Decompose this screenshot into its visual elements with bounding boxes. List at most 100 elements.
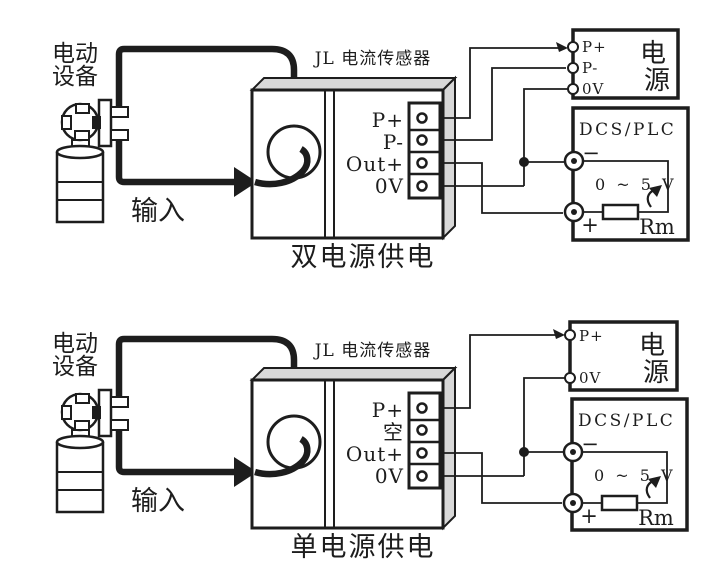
terminal-label: Out+ xyxy=(346,442,404,466)
terminal-screw-0v xyxy=(416,470,428,482)
power-terminal-0v xyxy=(564,372,576,384)
terminal-screw-out-plus xyxy=(416,157,428,169)
sensor-side-face xyxy=(442,365,456,531)
junction-dot xyxy=(519,157,529,167)
sensor-terminal-block xyxy=(407,101,442,200)
terminal-label: 空 xyxy=(383,420,404,444)
device-bolt xyxy=(75,393,90,404)
diagram-dual-supply: 电动 设备 输入 JL 电流传感器 xyxy=(52,28,690,273)
power-supply-box: P+ P- 0V 电 源 xyxy=(567,28,680,100)
device-bolt xyxy=(61,115,72,130)
device-tab-bottom xyxy=(110,419,129,431)
power-name-line2: 源 xyxy=(644,66,670,96)
diagram-caption: 单电源供电 xyxy=(291,532,436,563)
primary-wire xyxy=(115,45,298,197)
sensor-title: JL 电流传感器 xyxy=(313,49,432,69)
sensor-terminal-block xyxy=(407,391,442,490)
primary-wire-hook xyxy=(254,436,311,478)
power-terminal-label: P+ xyxy=(582,38,607,56)
dcs-pos-terminal-dot xyxy=(570,500,576,506)
wire-0v-common xyxy=(523,377,565,476)
primary-wire-lower xyxy=(115,423,235,476)
measure-arrowhead xyxy=(649,185,662,197)
power-terminal-p-minus xyxy=(567,62,579,74)
dcs-neg-terminal-dot xyxy=(571,158,577,164)
terminal-screw-empty xyxy=(416,424,428,436)
power-name-line2: 源 xyxy=(643,358,669,388)
device-label-line2: 设备 xyxy=(52,354,98,380)
device-bolt xyxy=(74,420,90,431)
device-tab-top xyxy=(110,106,129,118)
terminal-screw-out-plus xyxy=(416,447,428,459)
signal-wires xyxy=(428,329,565,504)
signal-wires xyxy=(428,42,568,214)
terminal-label: 0V xyxy=(375,174,404,198)
dcs-title: DCS/PLC xyxy=(579,120,676,140)
dcs-plc-box: DCS/PLC − + 0 ~ 5 V Rm xyxy=(563,106,690,242)
terminal-label: Out+ xyxy=(346,152,404,176)
wire-out-plus xyxy=(428,452,562,504)
power-terminal-0v xyxy=(567,83,579,95)
primary-wire xyxy=(115,335,298,487)
device-coupling xyxy=(92,116,101,129)
voltage-range-label: 0 ~ 5 V xyxy=(595,175,677,194)
wire-p-plus-arrowhead xyxy=(556,42,568,52)
wire-p-minus xyxy=(428,67,566,141)
sensor-top-face xyxy=(249,77,458,91)
dcs-neg-label: − xyxy=(582,141,600,165)
wire-p-plus xyxy=(428,334,561,409)
dcs-neg-terminal-dot xyxy=(570,449,576,455)
terminal-screw-p-minus xyxy=(416,134,428,146)
power-terminal-label: P- xyxy=(582,59,598,77)
diagram-caption: 双电源供电 xyxy=(291,242,436,273)
power-terminal-label: 0V xyxy=(582,80,605,98)
junction-dot xyxy=(519,447,529,457)
wire-p-plus-arrowhead xyxy=(553,329,565,339)
primary-wire-upper xyxy=(115,335,298,403)
wire-0v-common xyxy=(523,88,568,186)
device-coupling xyxy=(92,406,101,419)
input-arrowhead xyxy=(234,167,257,197)
input-label: 输入 xyxy=(131,486,185,517)
device-cylinder-body xyxy=(55,442,105,514)
measure-arrowhead xyxy=(648,476,661,488)
input-label: 输入 xyxy=(131,196,185,227)
wire-p-plus xyxy=(428,47,564,119)
diagram-single-supply: 电动 设备 输入 JL 电流传感器 xyxy=(52,320,689,563)
primary-wire-upper xyxy=(115,45,298,113)
device-bolt xyxy=(74,130,90,141)
dcs-inner-loop xyxy=(583,160,669,213)
terminal-screw-0v xyxy=(416,180,428,192)
input-arrowhead xyxy=(234,457,257,487)
dcs-pos-label: + xyxy=(580,504,598,528)
power-terminal-p-plus xyxy=(567,41,579,53)
device-cylinder-top xyxy=(55,434,105,450)
dcs-plc-box: DCS/PLC − + 0 ~ 5 V Rm xyxy=(562,397,689,532)
sensor-top-face xyxy=(249,367,458,381)
power-terminal-label: P+ xyxy=(579,327,604,345)
device-label-line2: 设备 xyxy=(52,64,98,90)
electric-device-symbol xyxy=(55,388,129,514)
device-tab-top xyxy=(110,396,129,408)
device-cylinder-top xyxy=(55,144,105,160)
voltage-range-label: 0 ~ 5 V xyxy=(594,466,676,485)
dcs-title: DCS/PLC xyxy=(578,411,675,431)
resistor xyxy=(601,203,640,221)
device-label-line1: 电动 xyxy=(52,331,98,357)
dcs-inner-loop xyxy=(582,451,668,504)
power-supply-box: P+ 0V 电 源 xyxy=(564,320,679,392)
power-terminal-label: 0V xyxy=(579,369,602,387)
terminal-label: P+ xyxy=(372,398,404,422)
terminal-screw-p-plus xyxy=(416,402,428,414)
dcs-neg-label: − xyxy=(581,432,599,456)
terminal-label: P- xyxy=(383,130,404,154)
primary-wire-hook xyxy=(254,146,311,188)
sensor-side-face xyxy=(442,75,456,241)
terminal-label: P+ xyxy=(372,108,404,132)
device-cylinder-body xyxy=(55,152,105,224)
resistor-label: Rm xyxy=(638,506,674,530)
resistor xyxy=(600,494,639,512)
primary-wire-lower xyxy=(115,133,235,186)
